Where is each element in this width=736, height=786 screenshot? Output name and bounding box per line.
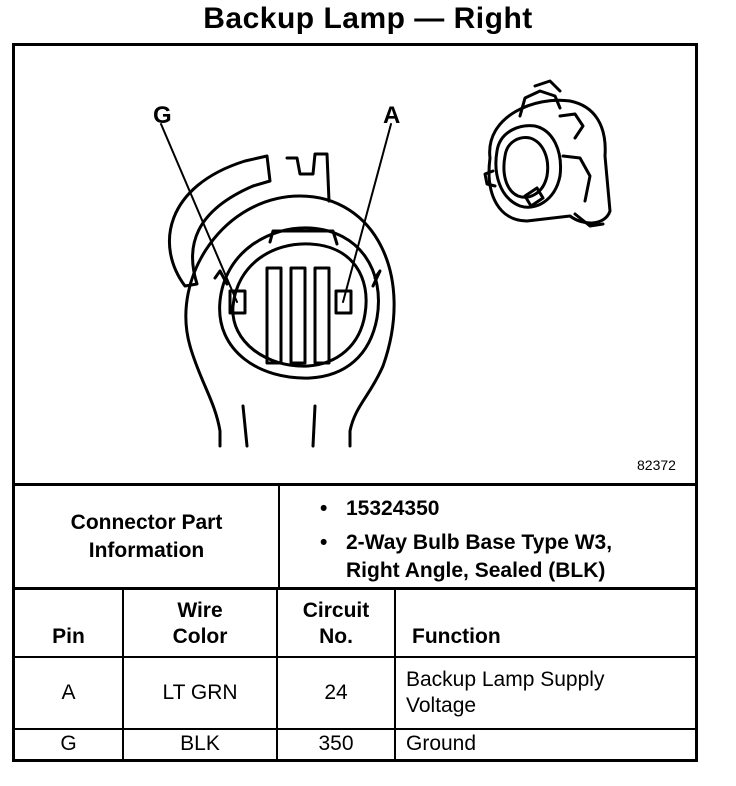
locking-arm [168, 154, 272, 288]
header-wire-color: Wire Color [122, 587, 278, 658]
row-a-function-line2: Voltage [406, 693, 477, 717]
part-number: 15324350 [320, 495, 695, 523]
pin-cavity-g [228, 289, 247, 315]
diagram-frame: G A 82372 Connector Part Information 153… [12, 43, 698, 762]
pin-table-header: Pin Wire Color Circuit No. Function [15, 587, 695, 658]
pin-label-a: A [383, 102, 400, 129]
row-g-function: Ground [394, 727, 695, 759]
connector-type: 2-Way Bulb Base Type W3, Right Angle, Se… [320, 529, 695, 585]
perspective-view [483, 79, 612, 228]
reference-number: 82372 [637, 457, 676, 473]
header-function: Function [394, 587, 695, 658]
connector-illustration: G A 82372 [15, 46, 695, 483]
header-wire-color-line1: Wire [177, 598, 223, 622]
row-a-wire-color: LT GRN [122, 655, 278, 730]
connector-part-label-line2: Information [88, 539, 205, 563]
connector-type-line2: Right Angle, Sealed (BLK) [346, 559, 606, 583]
row-g-wire-color: BLK [122, 727, 278, 759]
row-a-function-line1: Backup Lamp Supply [406, 667, 605, 691]
housing-outer [184, 194, 396, 448]
connector-drawing: G A 82372 [153, 79, 676, 473]
pin-label-g: G [153, 102, 172, 129]
leader-line-g [160, 123, 238, 303]
connector-part-label: Connector Part Information [15, 483, 280, 589]
table-row: A LT GRN 24 Backup Lamp Supply Voltage [15, 655, 695, 730]
row-a-pin: A [15, 655, 124, 730]
leader-line-a [342, 123, 392, 303]
connector-part-label-line1: Connector Part [70, 511, 223, 535]
connector-part-details: 15324350 2-Way Bulb Base Type W3, Right … [278, 483, 695, 589]
wire-left [241, 404, 249, 448]
housing-inner [218, 226, 380, 380]
wire-right [311, 404, 317, 448]
row-g-circuit: 350 [276, 727, 396, 759]
header-circuit-line1: Circuit [302, 598, 370, 622]
connector-type-line1: 2-Way Bulb Base Type W3, [346, 531, 613, 555]
row-g-pin: G [15, 727, 124, 759]
row-a-circuit: 24 [276, 655, 396, 730]
row-a-function: Backup Lamp Supply Voltage [394, 655, 695, 730]
pin-cavity-a [334, 289, 353, 315]
header-circuit: Circuit No. [276, 587, 396, 658]
header-pin: Pin [15, 587, 124, 658]
top-tab [285, 152, 331, 203]
table-row: G BLK 350 Ground [15, 727, 695, 759]
pin-table: Pin Wire Color Circuit No. Function A LT… [15, 587, 695, 759]
connector-info-table: Connector Part Information 15324350 2-Wa… [15, 483, 695, 589]
header-wire-color-line2: Color [172, 624, 228, 648]
diagram-title: Backup Lamp — Right [203, 2, 533, 35]
header-circuit-line2: No. [319, 624, 353, 648]
